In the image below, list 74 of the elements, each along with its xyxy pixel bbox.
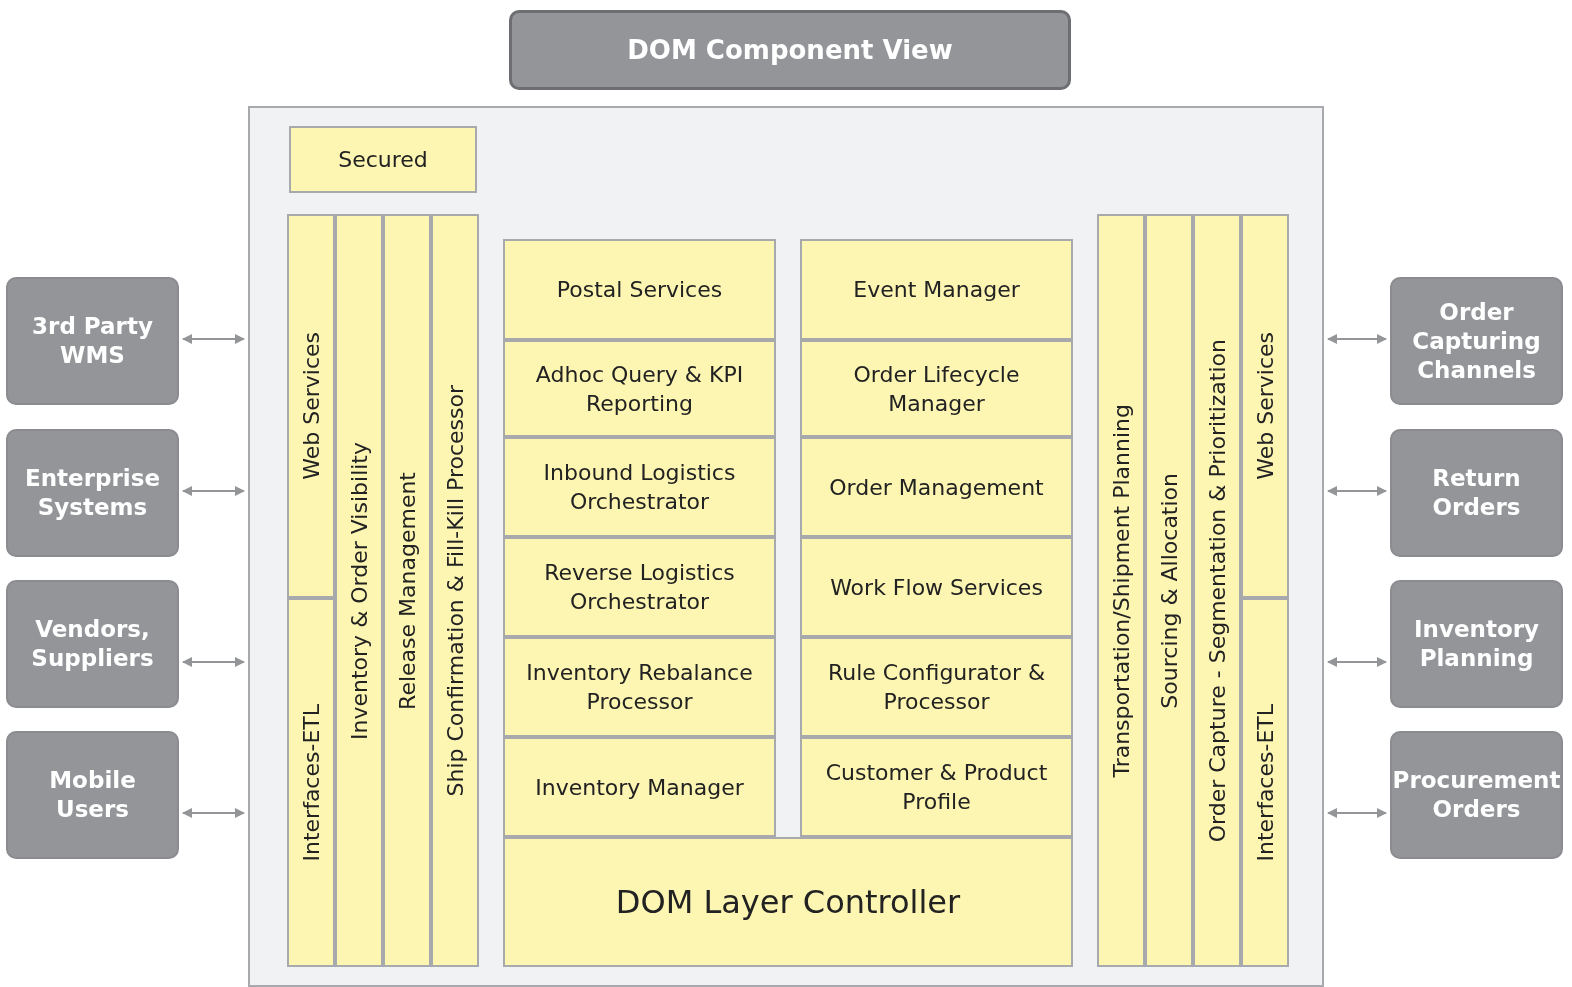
component-box [1097,214,1145,967]
box-label: Web Services [297,332,325,480]
box-label: Return Orders [1431,464,1522,522]
box-label: Rule Configurator & Processor [826,659,1047,716]
component-box [800,340,1073,437]
component-box [503,837,1073,967]
component-box [287,214,335,598]
component-box [800,737,1073,837]
system-box [6,277,179,405]
component-box [503,737,776,837]
title-box [509,10,1071,90]
system-box [6,580,179,708]
component-box [1193,214,1241,967]
double-arrow [1327,334,1387,344]
component-box [800,537,1073,637]
system-box [1390,731,1563,859]
double-arrow [1327,808,1387,818]
double-arrow [182,808,245,818]
component-box [800,239,1073,340]
box-label: Inbound Logistics Orchestrator [542,459,737,516]
system-box [1390,277,1563,405]
container-panel [248,106,1324,987]
box-label: Enterprise Systems [24,464,161,522]
component-box [503,637,776,737]
box-label: Inventory Manager [534,773,745,802]
title-text: DOM Component View [627,35,953,65]
box-label: Sourcing & Allocation [1155,472,1183,709]
box-label: Customer & Product Profile [824,759,1049,816]
box-label: Event Manager [852,276,1021,304]
component-box [431,214,479,967]
box-label: Postal Services [555,276,724,304]
box-label: Order Capture - Segmentation & Prioritization [1203,338,1231,843]
box-label: 3rd Party WMS [31,312,154,370]
box-label: Inventory Rebalance Processor [525,659,754,716]
box-label: Inventory Planning [1413,615,1540,673]
box-label: Transportation/Shipment Planning [1107,403,1135,778]
system-box [6,429,179,557]
double-arrow [1327,657,1387,667]
system-box [1390,429,1563,557]
system-box [6,731,179,859]
box-label: Interfaces-ETL [1251,703,1279,862]
box-label: Web Services [1251,332,1279,480]
box-label: Mobile Users [48,766,137,824]
component-box [800,437,1073,537]
box-label: Reverse Logistics Orchestrator [543,559,736,616]
component-box [289,126,477,193]
double-arrow [182,657,245,667]
box-label: Order Capturing Channels [1411,297,1542,385]
box-label: Interfaces-ETL [297,703,325,862]
box-label: Procurement Orders [1391,766,1562,824]
double-arrow [182,334,245,344]
box-label: Secured [337,146,429,174]
box-label: Order Lifecycle Manager [852,360,1021,418]
box-label: Release Management [393,471,421,710]
component-box [1241,598,1289,967]
system-box [1390,580,1563,708]
component-box [1241,214,1289,598]
component-box [503,437,776,537]
box-label: Order Management [828,473,1045,502]
component-box [503,239,776,340]
component-box [383,214,431,967]
box-label: Ship Confirmation & Fill-Kill Processor [441,384,469,797]
double-arrow [1327,486,1387,496]
component-box [503,537,776,637]
component-box [503,340,776,437]
component-box [335,214,383,967]
component-box [1145,214,1193,967]
component-box [800,637,1073,737]
box-label: Vendors, Suppliers [30,615,155,673]
box-label: Adhoc Query & KPI Reporting [534,360,745,418]
component-box [287,598,335,967]
double-arrow [182,486,245,496]
box-label: Inventory & Order Visibility [345,441,373,740]
box-label: Work Flow Services [829,573,1044,602]
